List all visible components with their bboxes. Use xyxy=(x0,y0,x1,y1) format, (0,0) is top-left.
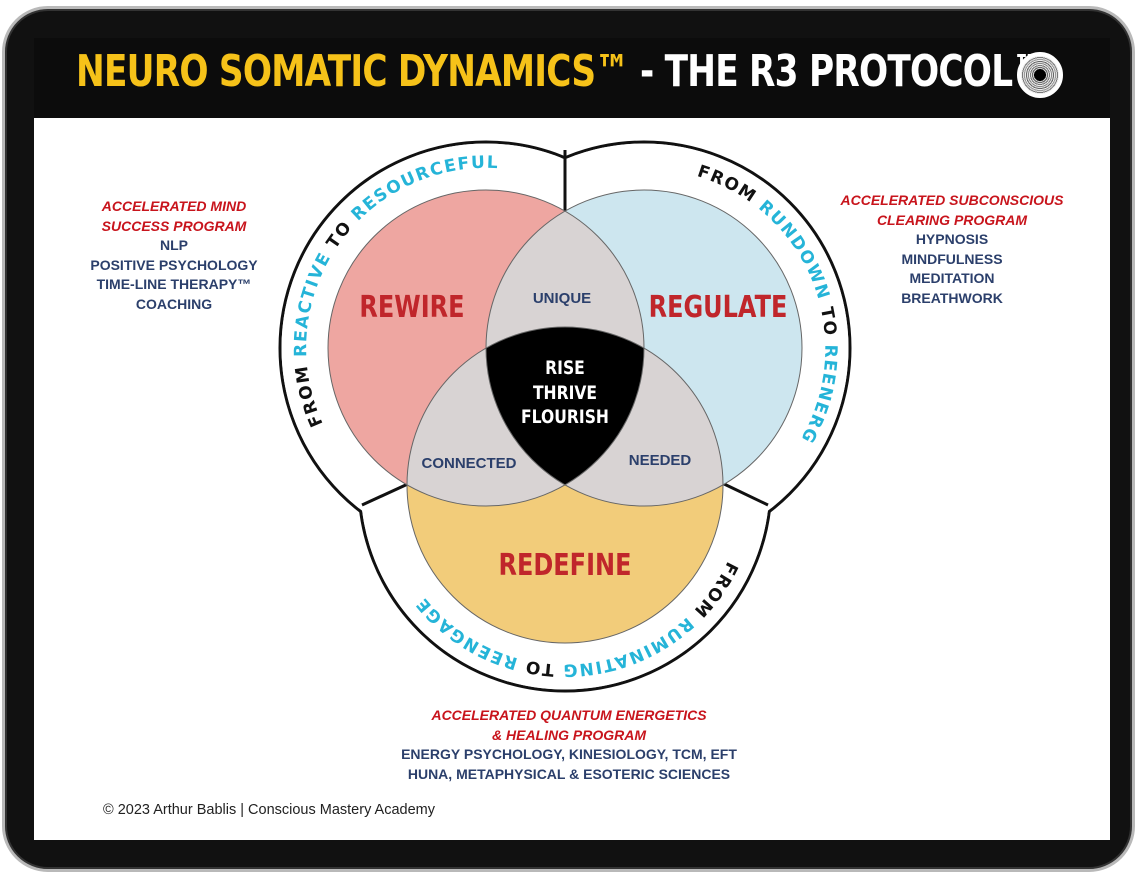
center-region xyxy=(486,327,644,506)
left-program-block: ACCELERATED MIND SUCCESS PROGRAM NLP POS… xyxy=(84,197,264,314)
title-brand: NEURO SOMATIC DYNAMICS™ xyxy=(76,46,630,97)
spiral-disc-logo-icon xyxy=(1017,52,1063,98)
program-item: HUNA, METAPHYSICAL & ESOTERIC SCIENCES xyxy=(407,765,731,782)
program-item: MINDFULNESS xyxy=(901,250,1003,267)
bottom-program-block: ACCELERATED QUANTUM ENERGETICS & HEALING… xyxy=(369,706,769,784)
title-protocol: - THE R3 PROTOCOL™ xyxy=(628,46,1047,97)
right-program-block: ACCELERATED SUBCONSCIOUS CLEARING PROGRA… xyxy=(832,191,1072,308)
page-title: NEURO SOMATIC DYNAMICS™ - THE R3 PROTOCO… xyxy=(76,46,1047,97)
copyright: © 2023 Arthur Bablis | Conscious Mastery… xyxy=(103,802,435,818)
unique-label: UNIQUE xyxy=(533,290,591,307)
program-item: BREATHWORK xyxy=(901,289,1003,306)
needed-label: NEEDED xyxy=(629,452,692,469)
program-item: HYPNOSIS xyxy=(915,231,989,247)
rewire-label: REWIRE xyxy=(359,290,464,324)
program-item: ENERGY PSYCHOLOGY, KINESIOLOGY, TCM, EFT xyxy=(401,746,737,762)
program-item: MEDITATION xyxy=(909,270,995,286)
redefine-label: REDEFINE xyxy=(499,548,632,582)
program-item: TIME-LINE THERAPY™ xyxy=(96,276,252,292)
program-title: ACCELERATED MIND xyxy=(101,198,247,214)
program-item: POSITIVE PSYCHOLOGY xyxy=(90,256,258,273)
program-title: ACCELERATED SUBCONSCIOUS xyxy=(840,192,1064,208)
program-title: CLEARING PROGRAM xyxy=(876,211,1028,228)
program-item: COACHING xyxy=(135,295,213,312)
program-title: SUCCESS PROGRAM xyxy=(101,217,247,234)
connected-label: CONNECTED xyxy=(421,455,516,472)
ring-word: TO xyxy=(816,306,840,345)
center-word: THRIVE xyxy=(533,383,597,405)
program-title: & HEALING PROGRAM xyxy=(492,726,646,743)
program-item: NLP xyxy=(160,237,188,253)
center-word: RISE xyxy=(545,358,585,380)
center-word: FLOURISH xyxy=(521,407,609,429)
program-title: ACCELERATED QUANTUM ENERGETICS xyxy=(431,707,707,723)
regulate-label: REGULATE xyxy=(649,290,788,324)
header-bar xyxy=(34,38,1110,118)
